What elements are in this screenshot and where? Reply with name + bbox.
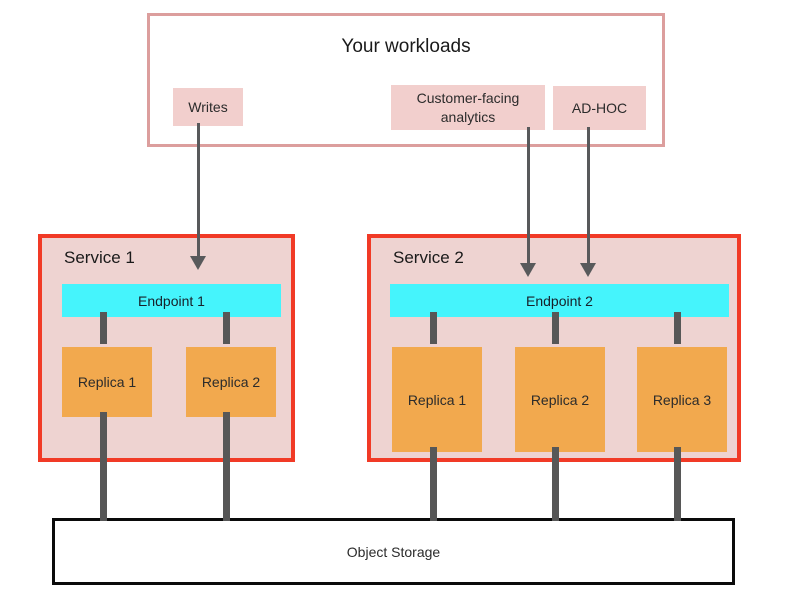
service-2-replica-2-label: Replica 2 — [530, 391, 590, 408]
arrowhead-analytics-icon — [520, 263, 536, 277]
connector-line-s2-replica2-storage — [552, 447, 559, 521]
service-2-endpoint-bar: Endpoint 2 — [390, 284, 729, 317]
your-workloads-box: Your workloads Writes Customer-facing an… — [147, 13, 665, 147]
arrow-writes-to-endpoint1 — [197, 123, 200, 257]
connector-line-s1-replica2-storage — [223, 412, 230, 521]
connector-line-s2-replica3-storage — [674, 447, 681, 521]
workload-customer-facing-analytics-label: Customer-facing analytics — [416, 90, 520, 125]
service-2-endpoint-label: Endpoint 2 — [526, 292, 593, 309]
service-2-replica-3-box: Replica 3 — [637, 347, 727, 452]
service-1-replica-2-box: Replica 2 — [186, 347, 276, 417]
connector-line-s2-endpoint-replica3 — [674, 312, 681, 344]
service-1-box: Service 1 Endpoint 1 Replica 1 Replica 2 — [38, 234, 295, 462]
workload-adhoc-box: AD-HOC — [553, 86, 646, 130]
service-1-replica-1-label: Replica 1 — [77, 374, 137, 390]
connector-line-s2-endpoint-replica1 — [430, 312, 437, 344]
service-2-label: Service 2 — [393, 248, 464, 267]
service-1-endpoint-bar: Endpoint 1 — [62, 284, 281, 317]
connector-line-s1-endpoint-replica1 — [100, 312, 107, 344]
object-storage-box: Object Storage — [52, 518, 735, 585]
arrow-adhoc-to-endpoint2 — [587, 127, 590, 264]
service-1-label: Service 1 — [64, 248, 135, 267]
service-2-replica-2-box: Replica 2 — [515, 347, 605, 452]
workload-adhoc-label: AD-HOC — [571, 99, 628, 116]
arrow-analytics-to-endpoint2 — [527, 127, 530, 264]
workload-customer-facing-analytics-box: Customer-facing analytics — [391, 85, 545, 130]
service-2-replica-3-label: Replica 3 — [652, 391, 712, 408]
workload-writes-box: Writes — [173, 88, 243, 126]
your-workloads-title: Your workloads — [341, 36, 471, 57]
connector-line-s1-replica1-storage — [100, 412, 107, 521]
service-1-endpoint-label: Endpoint 1 — [138, 292, 205, 309]
connector-line-s2-endpoint-replica2 — [552, 312, 559, 344]
service-2-replica-1-label: Replica 1 — [407, 391, 467, 408]
service-2-box: Service 2 Endpoint 2 Replica 1 Replica 2… — [367, 234, 741, 462]
connector-line-s1-endpoint-replica2 — [223, 312, 230, 344]
arrowhead-writes-icon — [190, 256, 206, 270]
connector-line-s2-replica1-storage — [430, 447, 437, 521]
service-2-replica-1-box: Replica 1 — [392, 347, 482, 452]
service-1-replica-2-label: Replica 2 — [201, 374, 261, 390]
workload-writes-label: Writes — [188, 98, 228, 115]
arrowhead-adhoc-icon — [580, 263, 596, 277]
service-1-replica-1-box: Replica 1 — [62, 347, 152, 417]
object-storage-label: Object Storage — [346, 543, 441, 560]
